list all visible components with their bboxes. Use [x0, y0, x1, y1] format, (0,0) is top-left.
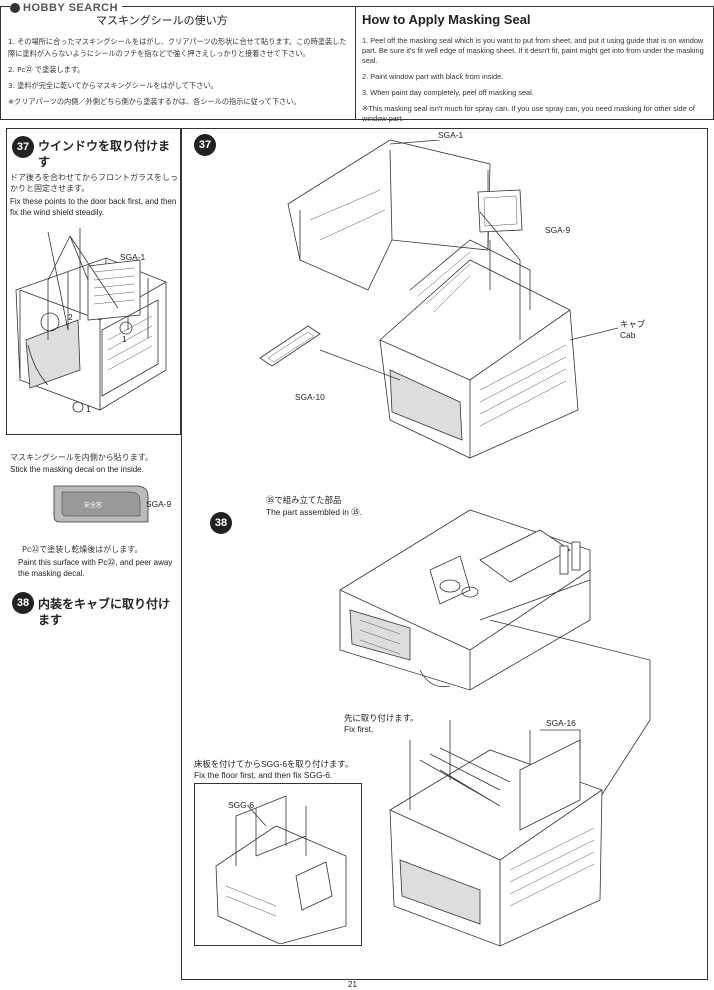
masking-en-text2: Paint this surface with Pc㉒, and peer aw…	[18, 558, 173, 578]
header-en-item: 3. When paint day completely, peel off m…	[362, 88, 534, 97]
sidebar-divider	[6, 443, 181, 444]
header-en-item: ※This masking seal isn't much for spray …	[362, 104, 695, 123]
step38-inset-illustration	[215, 795, 347, 944]
step38-floor-en: Fix the floor first, and then fix SGG-6.	[194, 770, 333, 780]
header-divider	[355, 6, 356, 120]
header-jp-list: 1. その場所に合ったマスキングシールをはがし、クリアパーツの形状に合せて貼りま…	[8, 36, 350, 108]
step37-sga10-label: SGA-10	[295, 392, 325, 402]
step-37-badge: 37	[12, 136, 34, 158]
header-en-item: 1. Peel off the masking seal which is yo…	[362, 36, 704, 65]
step-37-jp-title: ウインドウを取り付けます	[38, 139, 171, 169]
header-jp-item: 3. 塗料が完全に乾いてからマスキングシールをはがして下さい。	[8, 81, 218, 90]
step37-cab-jp-label: キャブ	[620, 319, 646, 329]
sidebar-cab-illustration	[15, 228, 167, 413]
step38-sga16-label: SGA-16	[546, 718, 576, 728]
logo-text: HOBBY SEARCH	[23, 2, 119, 14]
header-jp-item: ※クリアパーツの内側／外側どちら側から塗装するかは、各シールの指示に従って下さい…	[8, 97, 301, 106]
logo-icon	[10, 3, 20, 13]
sidebar-step37-box	[6, 128, 181, 435]
step37-sga9-label: SGA-9	[545, 225, 571, 235]
step37-sga1-label: SGA-1	[438, 130, 464, 140]
step38-inset-box	[194, 783, 362, 946]
step38-sgg6-label: SGG-6	[228, 800, 255, 810]
header-jp-title: マスキングシールの使い方	[96, 14, 228, 27]
sidebar-point-1b: 1	[86, 404, 91, 414]
step37-cab-en-label: Cab	[620, 330, 636, 340]
sidebar-point-1: 1	[122, 334, 127, 344]
step38-floor-jp: 床板を付けてからSGG-6を取り付けます。	[194, 759, 354, 769]
step38-fix-first-en: Fix first.	[344, 724, 374, 734]
header-en-list: 1. Peel off the masking seal which is yo…	[362, 36, 707, 124]
masking-jp-text: マスキングシールを内側から貼ります。	[10, 453, 153, 462]
header-jp-item: 2. Pc㉒ で塗装します。	[8, 65, 85, 74]
masking-en-text: Stick the masking decal on the inside.	[10, 465, 144, 474]
step38-cab-illustration	[389, 720, 603, 947]
step-38-jp-title: 内装をキャブに取り付けます	[38, 597, 171, 627]
logo: HOBBY SEARCH	[10, 2, 123, 14]
step38-interior-illustration	[339, 509, 591, 691]
masking-decal-illustration	[53, 485, 149, 523]
step-38-badge-sidebar: 38	[12, 592, 34, 614]
step38-assembled-en: The part assembled in ㉟.	[266, 507, 362, 517]
main-panel-box	[181, 128, 708, 980]
step-37-badge-main: 37	[194, 134, 216, 156]
page-number: 21	[348, 980, 357, 989]
step38-fix-first-jp: 先に取り付けます。	[344, 713, 419, 723]
step-37-en-text: Fix these points to the door back first,…	[10, 197, 177, 217]
step37-cab-illustration	[259, 140, 619, 459]
header-jp-item: 1. その場所に合ったマスキングシールをはがし、クリアパーツの形状に合せて貼りま…	[8, 37, 347, 58]
sidebar-sga1-label: SGA-1	[120, 252, 146, 262]
step-38-badge-main: 38	[210, 512, 232, 534]
masking-sga9-label: SGA-9	[146, 499, 172, 509]
masking-decal-text: 安全窓	[84, 503, 103, 509]
header-en-item: 2. Paint window part with black from ins…	[362, 72, 504, 81]
step-37-jp-text: ドア後ろを合わせてからフロントガラスをしっかりと固定させます。	[10, 173, 178, 193]
header-en-title: How to Apply Masking Seal	[362, 12, 531, 27]
sidebar-point-2: 2	[68, 312, 73, 322]
masking-jp-text2: Pc㉒で塗装し乾燥後はがします。	[22, 545, 143, 554]
step38-assembled-jp: ㉟で組み立てた部品	[266, 495, 342, 505]
